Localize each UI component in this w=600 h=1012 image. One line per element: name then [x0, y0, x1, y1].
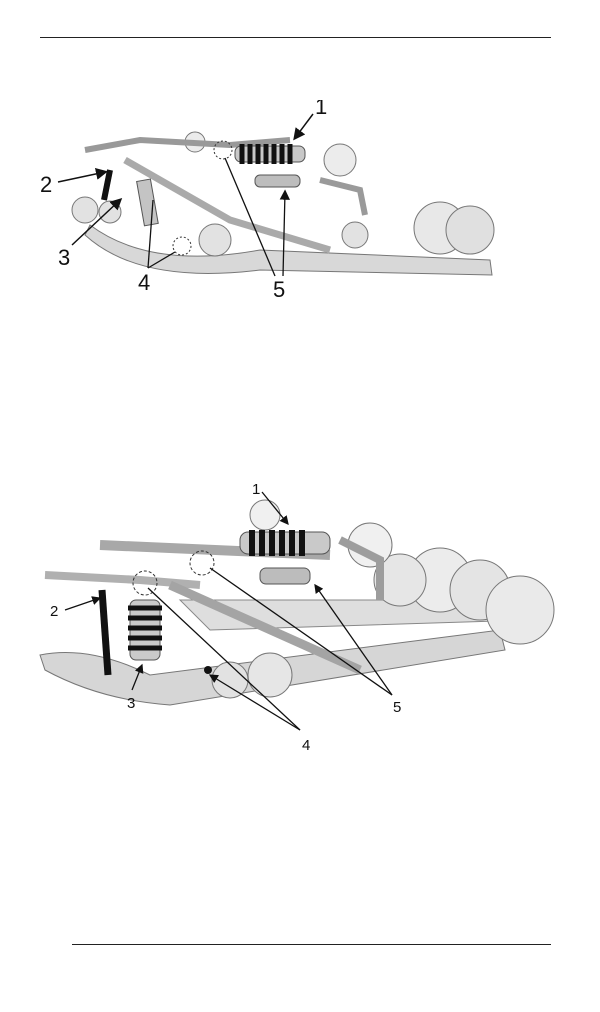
callout-1: 1	[315, 100, 327, 119]
rear-shock-spring	[239, 530, 331, 556]
suspension-illustration-bottom: 1 2 3 4 5	[39, 481, 555, 754]
front-strap	[98, 589, 112, 676]
callout-2: 2	[50, 603, 58, 620]
idler-wheel	[341, 221, 369, 249]
footer-rule	[72, 944, 551, 945]
rear-idler-wheel	[485, 575, 555, 645]
callout-4: 4	[302, 737, 310, 754]
suspension-illustration-top: 1 2 3 4 5	[40, 94, 495, 302]
grease-fitting	[204, 666, 212, 674]
rear-suspension-figure-top: 1 2 3 4 5	[30, 94, 510, 302]
rear-idler-wheel	[373, 553, 427, 607]
rear-idler-wheel	[445, 205, 495, 255]
idler-wheel	[98, 200, 122, 224]
upper-wheel	[323, 143, 357, 177]
upper-wheel	[249, 499, 281, 531]
callout-1: 1	[252, 481, 260, 498]
idler-wheel	[198, 223, 232, 257]
rear-suspension-figure-bottom: 1 2 3 4 5	[30, 480, 560, 760]
callout-3: 3	[127, 695, 135, 712]
callout-3: 3	[58, 245, 70, 270]
lower-shock-body	[259, 567, 311, 585]
idler-wheel	[71, 196, 99, 224]
rear-shock-spring	[234, 144, 306, 164]
lubrication-point-circle	[172, 236, 192, 256]
callout-5: 5	[393, 699, 401, 716]
front-shock-spring	[128, 599, 162, 661]
callout-5: 5	[273, 277, 285, 300]
slide-rail	[84, 224, 493, 276]
lubrication-point-circle	[132, 570, 158, 596]
lubrication-point-circle	[213, 140, 233, 160]
lubrication-point-circle	[189, 550, 215, 576]
callout-2: 2	[40, 172, 52, 197]
header-rule	[40, 37, 551, 38]
lower-shock-body	[254, 174, 301, 188]
callout-4: 4	[138, 270, 150, 295]
idler-wheel	[247, 652, 293, 698]
